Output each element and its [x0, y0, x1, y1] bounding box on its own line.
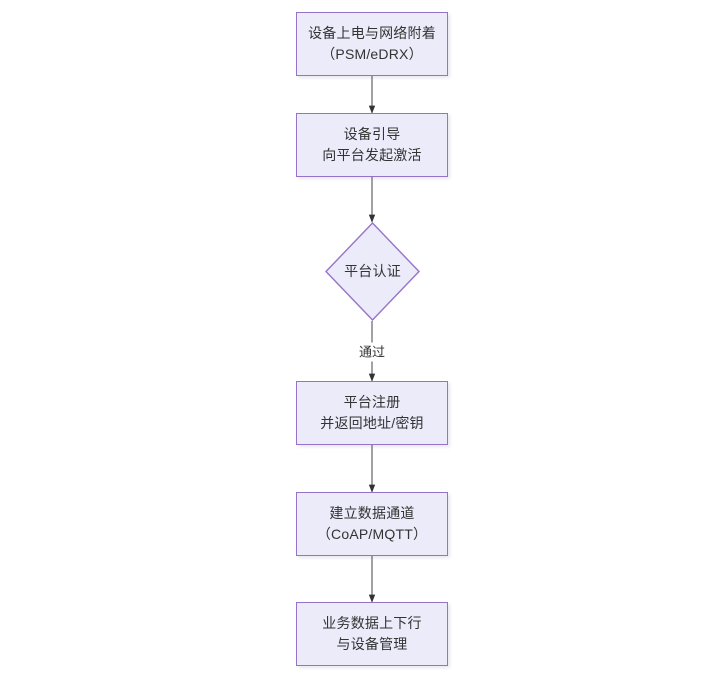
- edge-label-pass: 通过: [355, 342, 389, 362]
- node-platform-registration[interactable]: 平台注册 并返回地址/密钥: [296, 381, 448, 445]
- node-business-data[interactable]: 业务数据上下行 与设备管理: [296, 602, 448, 666]
- node-label: 平台注册 并返回地址/密钥: [320, 394, 424, 431]
- node-label: 设备上电与网络附着 （PSM/eDRX）: [308, 25, 436, 62]
- node-device-bootstrap[interactable]: 设备引导 向平台发起激活: [296, 113, 448, 177]
- node-device-power-on[interactable]: 设备上电与网络附着 （PSM/eDRX）: [296, 12, 448, 76]
- node-label: 平台认证: [344, 263, 401, 279]
- node-platform-authentication[interactable]: 平台认证: [325, 222, 420, 321]
- node-label: 业务数据上下行 与设备管理: [322, 615, 422, 652]
- node-label: 设备引导 向平台发起激活: [322, 126, 422, 163]
- node-data-channel[interactable]: 建立数据通道 （CoAP/MQTT）: [296, 492, 448, 556]
- diamond-shape: [325, 222, 420, 321]
- node-label: 建立数据通道 （CoAP/MQTT）: [316, 505, 428, 542]
